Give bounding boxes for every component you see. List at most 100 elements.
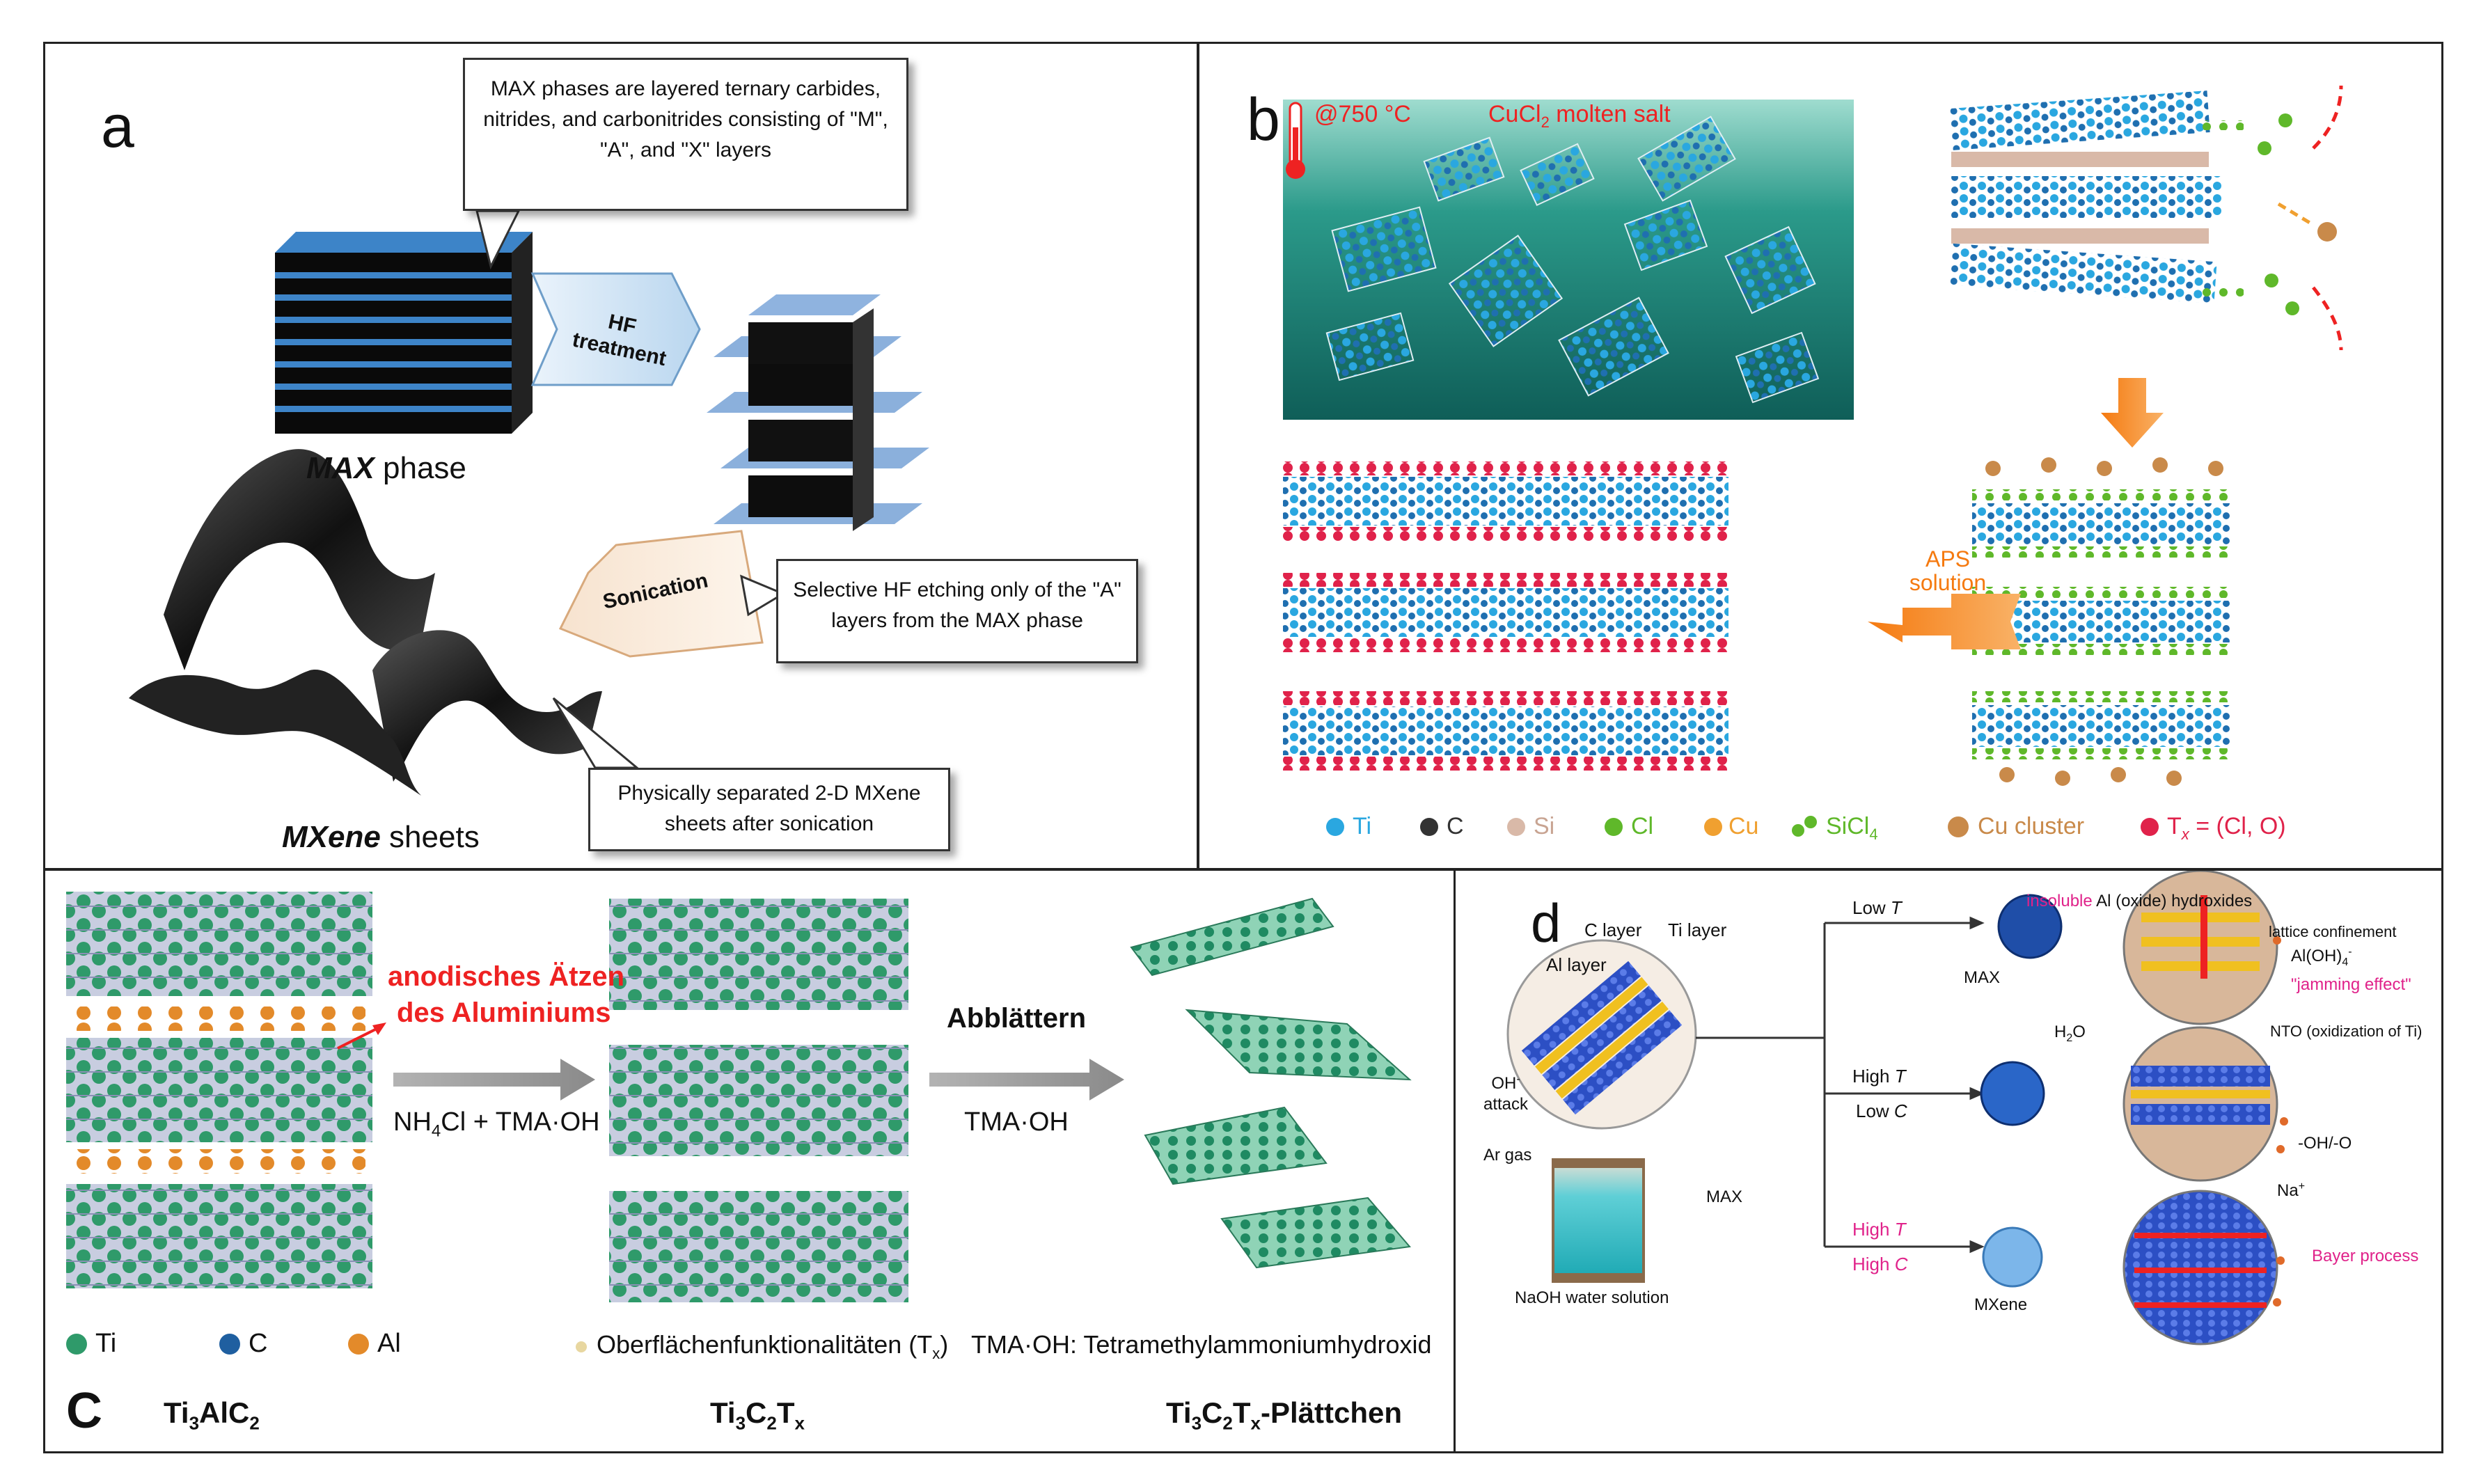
legend-c-c: C bbox=[249, 1329, 268, 1358]
aloh4-main: Al(OH) bbox=[2291, 947, 2342, 965]
max-phase-caption-bold: MAX bbox=[306, 451, 375, 485]
legend-c-surface: Oberflächenfunktionalitäten (Tx) bbox=[597, 1330, 948, 1363]
aloh4-sup: - bbox=[2348, 946, 2352, 958]
legend-ti: Ti bbox=[1353, 813, 1372, 839]
legend-cl: Cl bbox=[1631, 813, 1654, 839]
salt-label-rest: molten salt bbox=[1549, 101, 1671, 127]
legend-tx-rest: = (Cl, O) bbox=[2189, 813, 2286, 839]
panel-a-drawing bbox=[129, 210, 929, 796]
max-crystals-in-salt bbox=[1325, 116, 1820, 404]
na-main: Na bbox=[2277, 1181, 2299, 1200]
exfoliation-arrow bbox=[929, 1059, 1124, 1100]
al-layer-label: Al layer bbox=[1546, 954, 1607, 975]
low-c-text: Low bbox=[1856, 1100, 1894, 1121]
panel-c-drawing bbox=[66, 892, 1412, 1355]
panel-a-label: a bbox=[101, 93, 134, 160]
naoh-label: NaOH water solution bbox=[1515, 1288, 1669, 1307]
oh-label: OH bbox=[1491, 1074, 1517, 1093]
compound-ti3c2tx-sub1: 3 bbox=[735, 1412, 746, 1434]
al-oxide-text: Al (oxide) hydroxides bbox=[2092, 892, 2253, 910]
ar-gas-label: Ar gas bbox=[1483, 1146, 1532, 1165]
max-phase-stack bbox=[275, 232, 533, 434]
bayer-label: Bayer process bbox=[2312, 1247, 2419, 1265]
panel-d-label: d bbox=[1531, 892, 1561, 954]
panel-a: a MAX phases are layered ternary carbide… bbox=[43, 42, 1199, 870]
compound-ti3alc2-alc: AlC bbox=[199, 1396, 250, 1429]
legend-c-al: Al bbox=[377, 1329, 401, 1358]
ti-layer-label: Ti layer bbox=[1668, 919, 1727, 940]
compound-ti3c2tx-ti: Ti bbox=[710, 1396, 736, 1429]
salt-label-main: CuCl bbox=[1488, 101, 1541, 127]
na-sup: + bbox=[2298, 1181, 2306, 1192]
etched-stack bbox=[707, 294, 929, 531]
legend-c: C bbox=[1447, 813, 1464, 839]
naoh-beaker bbox=[1552, 1158, 1645, 1283]
etching-stack bbox=[1950, 85, 2343, 351]
legend-si: Si bbox=[1534, 813, 1555, 839]
high-t-label: High T bbox=[1852, 1066, 1906, 1087]
max-phase-callout: MAX phases are layered ternary carbides,… bbox=[463, 58, 908, 211]
etching-arrow bbox=[393, 1059, 595, 1100]
nto-label: NTO (oxidization of Ti) bbox=[2270, 1023, 2423, 1040]
reagent-1-sub: 4 bbox=[431, 1121, 441, 1141]
h2o-sub: 2 bbox=[2066, 1032, 2073, 1044]
down-arrow bbox=[2101, 378, 2164, 448]
max-phase-caption-rest: phase bbox=[374, 451, 466, 485]
reagent-1: NH4Cl + TMA·OH bbox=[393, 1107, 600, 1142]
ti3c2tx-structure bbox=[609, 899, 908, 1302]
exfoliation-label: Abblättern bbox=[947, 1003, 1086, 1034]
legend-tx-main: T bbox=[2167, 813, 2182, 839]
max-structure-zoom bbox=[1506, 939, 1697, 1130]
compound-flakes: Ti3C2Tx-Plättchen bbox=[1166, 1396, 1402, 1434]
attack-label: attack bbox=[1483, 1095, 1529, 1114]
compound-ti3c2tx-t: T bbox=[776, 1396, 795, 1429]
compound-ti3alc2-ti: Ti bbox=[164, 1396, 189, 1429]
panel-b-drawing bbox=[1283, 85, 2343, 837]
legend-sicl4-main: SiCl bbox=[1826, 813, 1870, 839]
max-phase-caption: MAX phase bbox=[306, 451, 466, 486]
high-t2-italic: T bbox=[1894, 1219, 1906, 1240]
high-t-text: High bbox=[1852, 1066, 1895, 1087]
compound-flakes-rest: -Plättchen bbox=[1260, 1396, 1403, 1429]
oh-sup: - bbox=[1516, 1073, 1520, 1085]
high-c-text: High bbox=[1852, 1254, 1895, 1274]
compound-flakes-sub2: 2 bbox=[1222, 1412, 1233, 1434]
reagent-1-rest: Cl + TMA·OH bbox=[441, 1107, 600, 1137]
high-t-italic: T bbox=[1894, 1066, 1906, 1087]
legend-cu: Cu bbox=[1728, 813, 1759, 839]
lattice-label: lattice confinement bbox=[2269, 923, 2397, 940]
ion-markers bbox=[2273, 936, 2288, 1307]
low-t-label: Low T bbox=[1852, 897, 1902, 919]
compound-flakes-c: C bbox=[1202, 1396, 1223, 1429]
zoom-high-t-low-c bbox=[2122, 1026, 2278, 1182]
ti3c2tx-flakes bbox=[1130, 897, 1412, 1269]
hf-etching-callout: Selective HF etching only of the "A" lay… bbox=[776, 559, 1138, 663]
insoluble-label: insoluble Al (oxide) hydroxides bbox=[2026, 892, 2252, 911]
mxene-sheet-1 bbox=[164, 449, 435, 670]
legend-c-surface-sub: x bbox=[932, 1345, 940, 1363]
compound-ti3alc2-sub1: 3 bbox=[189, 1412, 200, 1434]
compound-ti3c2tx: Ti3C2Tx bbox=[710, 1396, 805, 1434]
compound-ti3alc2: Ti3AlC2 bbox=[164, 1396, 260, 1434]
aps-label-line1: APS bbox=[1925, 546, 1971, 571]
high-t2-text: High bbox=[1852, 1219, 1895, 1240]
mxene-sphere-label: MXene bbox=[1974, 1295, 2028, 1314]
compound-flakes-sub1: 3 bbox=[1191, 1412, 1202, 1434]
mxene-sheet-3 bbox=[129, 670, 421, 796]
c-layer-label: C layer bbox=[1584, 919, 1642, 940]
h2o-h: H bbox=[2054, 1023, 2067, 1041]
max-sphere-label: MAX bbox=[1964, 968, 2001, 987]
compound-ti3c2tx-sub2: 2 bbox=[766, 1412, 777, 1434]
sonication-arrow bbox=[558, 530, 764, 658]
hf-arrow bbox=[530, 272, 701, 386]
panel-d-drawing bbox=[1506, 871, 2288, 1345]
legend-c-ti: Ti bbox=[95, 1329, 117, 1358]
reagent-1-main: NH bbox=[393, 1107, 432, 1137]
compound-ti3alc2-sub2: 2 bbox=[249, 1412, 260, 1434]
anodic-etch-line1: anodisches Ätzen bbox=[388, 961, 625, 992]
legend-sicl4-sub: 4 bbox=[1869, 825, 1878, 843]
low-c-label: Low C bbox=[1856, 1100, 1907, 1122]
panel-b-label: b bbox=[1247, 86, 1280, 153]
compound-ti3c2tx-sub3: x bbox=[794, 1412, 805, 1434]
low-t-text: Low bbox=[1852, 897, 1891, 918]
